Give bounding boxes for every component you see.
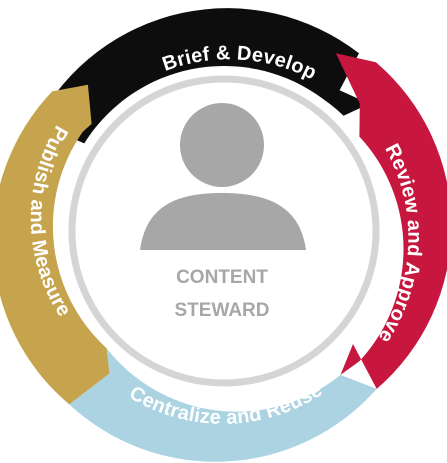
segment-publish-measure — [0, 84, 110, 405]
segment-review-approve — [335, 53, 447, 389]
person-body — [140, 193, 306, 250]
person-head — [180, 103, 264, 187]
segment-centralize-reuse — [69, 348, 377, 462]
center-label-line2: STEWARD — [175, 300, 270, 321]
center-label-line1: CONTENT — [176, 267, 268, 288]
person-icon — [140, 103, 306, 250]
